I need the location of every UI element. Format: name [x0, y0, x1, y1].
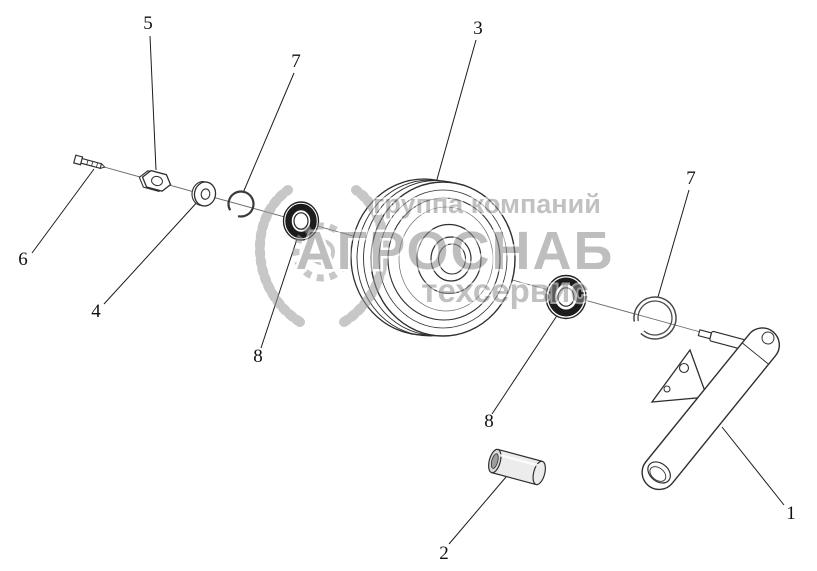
watermark: группа компаний АГРОСНАБ техсервис: [254, 185, 615, 327]
arm-end-bore-inner: [649, 466, 667, 482]
leader-line-2: [448, 476, 507, 545]
wreath-right-branch: [339, 185, 390, 327]
part-label-3: 3: [473, 18, 483, 39]
bracket-plate: [650, 348, 708, 403]
bolt-tip: [99, 162, 106, 170]
gear-icon: [292, 222, 352, 282]
spacer-bore: [490, 453, 499, 469]
bolt-shank: [80, 157, 103, 170]
part-2-spacer: [488, 448, 546, 486]
part-label-8-right: 8: [484, 411, 494, 432]
arm-top-boss: [761, 331, 775, 345]
washer-hole: [200, 188, 211, 200]
part-8-bearing-right: [545, 274, 587, 320]
leader-line-6: [31, 168, 95, 254]
leader-line-3: [435, 39, 477, 184]
part-7-ring-left: [227, 190, 255, 218]
nut-hole: [151, 175, 163, 187]
part-labels: 5 7 3 7 6 4 8 8 1 2: [18, 13, 796, 564]
bearing-annulus: [548, 277, 584, 317]
part-3-pulley: [350, 178, 516, 337]
part-label-6: 6: [18, 249, 28, 270]
part-5-nut: [138, 169, 172, 192]
gear-hub: [309, 239, 335, 265]
part-label-4: 4: [91, 301, 101, 322]
part-label-8-left: 8: [253, 346, 263, 367]
spacer-closed-end: [532, 460, 546, 486]
pin-tip: [697, 329, 713, 340]
ring-inner: [637, 300, 673, 336]
arm-bar-body: [641, 327, 781, 491]
leader-line-7-right: [657, 189, 690, 298]
pulley-hub-bore: [437, 243, 467, 275]
leader-line-7-left: [242, 72, 295, 194]
part-label-2: 2: [439, 543, 449, 564]
part-label-1: 1: [786, 503, 796, 524]
bearing-annulus: [285, 203, 317, 239]
leader-line-8-right: [491, 310, 561, 415]
wreath-left-branch: [254, 185, 305, 327]
watermark-line-2: АГРОСНАБ: [296, 221, 615, 281]
arm-bracket: [650, 348, 708, 403]
ring-outer: [633, 296, 677, 340]
bracket-hole-bottom: [663, 385, 671, 393]
part-4-washer: [191, 181, 217, 207]
part-label-7-left: 7: [291, 51, 301, 72]
pulley-web-circle: [398, 206, 494, 312]
watermark-line-1: группа компаний: [373, 189, 601, 219]
part-label-7-right: 7: [686, 168, 696, 189]
bearing-bore: [557, 287, 575, 307]
arm-bar: [641, 327, 781, 491]
watermark-wreath-emblem: [254, 185, 390, 327]
leader-line-5: [149, 35, 157, 171]
bracket-hole-top: [678, 362, 690, 374]
ring-body: [227, 190, 255, 218]
part-label-5: 5: [143, 13, 153, 34]
leader-line-1: [721, 426, 785, 506]
part-7-ring-right: [633, 296, 677, 340]
leader-line-4: [103, 198, 201, 305]
part-6-bolt: [73, 154, 106, 170]
bearing-bore: [293, 212, 309, 230]
part-1-arm: [641, 327, 781, 491]
leader-line-8-left: [260, 238, 298, 349]
watermark-line-3: техсервис: [421, 272, 588, 309]
leader-lines: [31, 35, 785, 545]
